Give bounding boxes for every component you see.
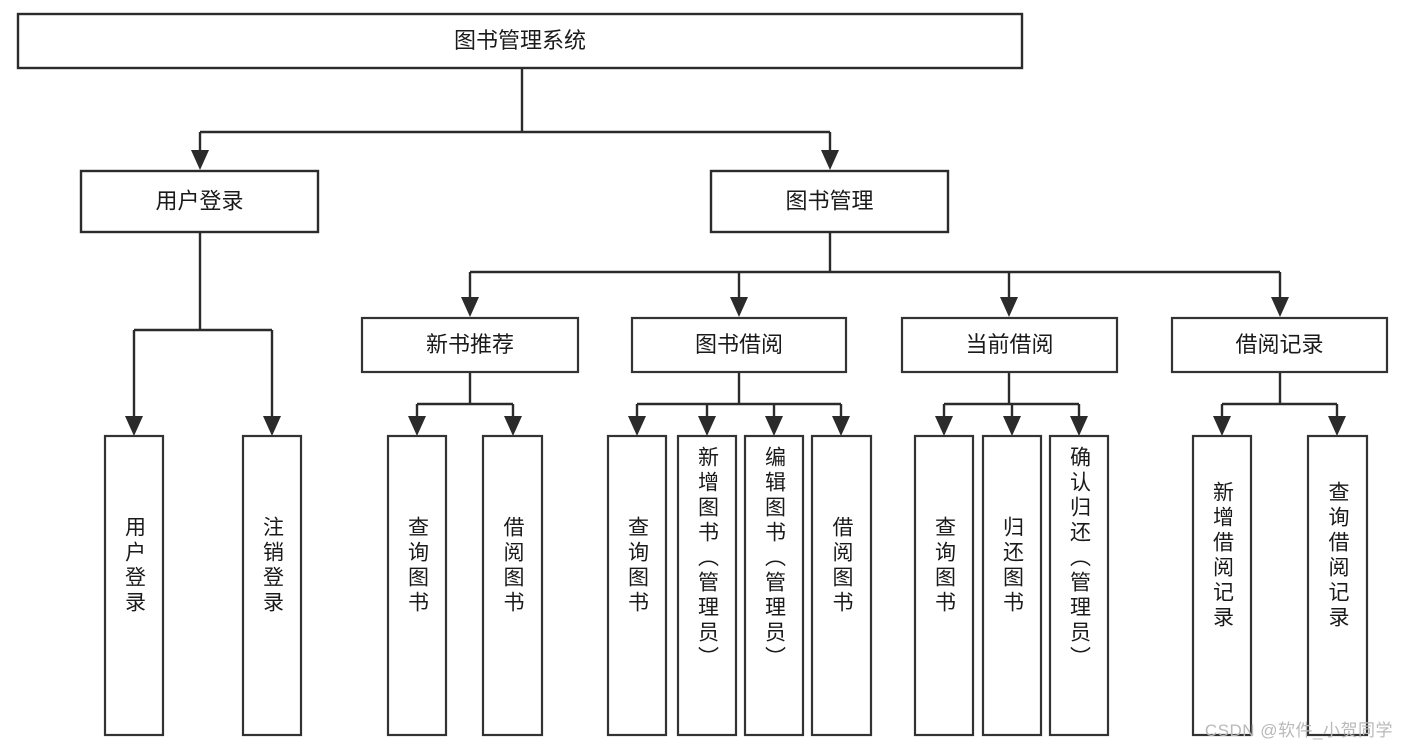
node-box-leaf-edit-book-admin[interactable]	[743, 434, 805, 737]
node-box-current-borrow[interactable]	[900, 316, 1119, 374]
arrow-to-book-borrow	[730, 297, 748, 317]
arrow-to-leaf-query-borrow	[628, 416, 646, 436]
node-box-leaf-query-books-borrow[interactable]	[606, 434, 668, 737]
arrow-to-new-book-recommend	[461, 297, 479, 317]
node-label-book-management: 图书管理	[785, 188, 873, 213]
node-box-leaf-logout[interactable]	[241, 434, 303, 737]
node-box-user-login[interactable]	[79, 169, 320, 234]
node-label-new-book-recommend: 新书推荐	[426, 332, 514, 357]
arrow-to-leaf-user-login	[125, 416, 143, 436]
arrow-to-leaf-edit-book	[765, 416, 783, 436]
arrow-to-leaf-query-recommend	[408, 416, 426, 436]
node-box-layer	[16, 12, 1389, 737]
csdn-watermark: CSDN @软件_小贺同学	[1204, 721, 1393, 740]
node-box-leaf-add-book-admin[interactable]	[676, 434, 738, 737]
arrow-to-user-login	[191, 150, 209, 170]
node-box-leaf-query-books-recommend[interactable]	[386, 434, 448, 737]
node-box-root[interactable]	[16, 12, 1024, 70]
node-label-root: 图书管理系统	[454, 28, 586, 53]
arrow-to-leaf-borrow-books	[832, 416, 850, 436]
arrow-to-book-management	[821, 150, 839, 170]
arrow-layer	[125, 150, 1346, 436]
node-label-borrow-record: 借阅记录	[1235, 332, 1323, 357]
node-box-leaf-user-login[interactable]	[103, 434, 165, 737]
arrow-to-borrow-record	[1271, 297, 1289, 317]
node-label-current-borrow: 当前借阅	[965, 332, 1053, 357]
node-box-leaf-borrow-books[interactable]	[810, 434, 873, 737]
node-label-book-borrow: 图书借阅	[695, 332, 783, 357]
arrow-to-leaf-logout	[263, 416, 281, 436]
arrow-to-current-borrow	[1000, 297, 1018, 317]
node-box-book-management[interactable]	[709, 169, 950, 234]
node-label-user-login: 用户登录	[155, 188, 243, 213]
arrow-to-leaf-confirm-return	[1070, 416, 1088, 436]
node-box-leaf-add-borrow-record[interactable]	[1191, 434, 1253, 737]
connector-layer	[132, 68, 1339, 428]
node-box-leaf-return-books[interactable]	[981, 434, 1043, 737]
arrow-to-leaf-query-record	[1328, 416, 1346, 436]
node-box-new-book-recommend[interactable]	[360, 316, 580, 374]
node-box-leaf-query-books-current[interactable]	[913, 434, 975, 737]
arrow-to-leaf-borrow-recommend	[504, 416, 522, 436]
node-box-book-borrow[interactable]	[630, 316, 848, 374]
node-box-leaf-query-borrow-record[interactable]	[1306, 434, 1369, 737]
node-box-borrow-record[interactable]	[1170, 316, 1389, 374]
arrow-to-leaf-add-book	[698, 416, 716, 436]
arrow-to-leaf-add-record	[1213, 416, 1231, 436]
arrow-to-leaf-return-books	[1003, 416, 1021, 436]
arrow-to-leaf-query-current	[935, 416, 953, 436]
node-box-leaf-confirm-return-admin[interactable]	[1048, 434, 1110, 737]
node-box-leaf-borrow-books-recommend[interactable]	[481, 434, 544, 737]
